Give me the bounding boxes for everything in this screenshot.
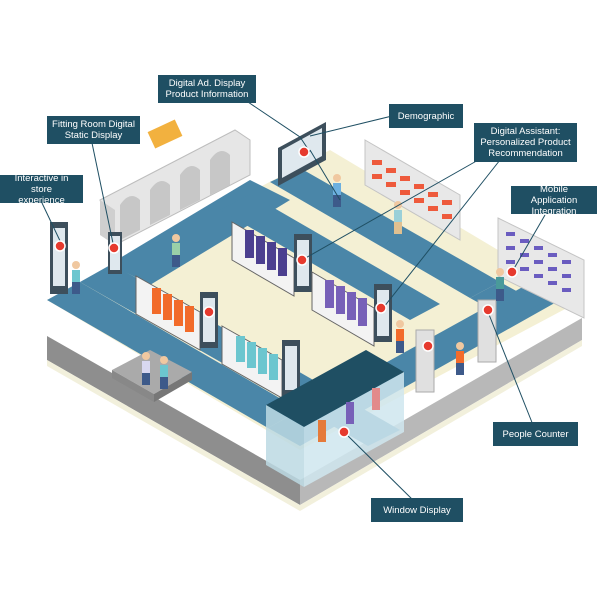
marker-window	[338, 426, 350, 438]
interactive-kiosk	[50, 222, 68, 294]
people-counter-gates	[415, 299, 497, 393]
marker-assistant-2	[375, 302, 387, 314]
shoppers	[72, 174, 504, 389]
aisle-left	[47, 282, 300, 428]
marker-counter-2	[482, 304, 494, 316]
label-interactive: Interactive in store experience	[0, 173, 83, 206]
marker-mobile-app	[506, 266, 518, 278]
feature-markers	[54, 146, 518, 438]
marker-assistant-1	[296, 254, 308, 266]
aisle-right	[470, 282, 540, 320]
label-window-display: Window Display	[371, 498, 463, 522]
slab-bottom-edge-left	[47, 360, 300, 511]
marker-orange-rack	[203, 306, 215, 318]
label-fitting-room: Fitting Room Digital Static Display	[47, 116, 140, 144]
label-mobile-app: Mobile Application Integration	[511, 184, 597, 217]
label-digital-assistant: Digital Assistant: Personalized Product …	[474, 123, 577, 162]
slab-bottom-edge-right	[300, 340, 582, 511]
right-shelf	[497, 217, 585, 319]
marker-interactive	[54, 240, 66, 252]
label-demographic: Demographic	[389, 104, 463, 128]
marker-counter-1	[422, 340, 434, 352]
rack-cyan	[221, 325, 300, 399]
marker-fitting-room	[108, 242, 120, 254]
label-digital-ad-display: Digital Ad. Display Product Information	[158, 75, 256, 103]
cashier-counter	[112, 350, 192, 402]
window-display	[266, 350, 404, 487]
marker-ad-display	[298, 146, 310, 158]
slab-left-side	[47, 336, 300, 505]
aisle-cross-2	[270, 168, 500, 298]
back-shelf	[364, 139, 461, 241]
label-people-counter: People Counter	[493, 422, 578, 446]
